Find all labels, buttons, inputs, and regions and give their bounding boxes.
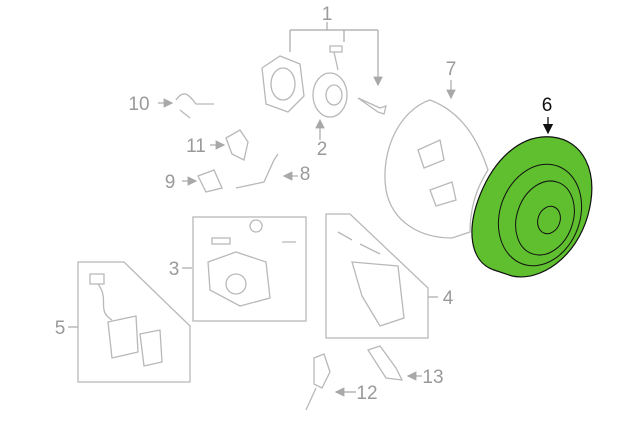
callout-10[interactable]: 10: [128, 94, 149, 115]
part-11-bracket[interactable]: [210, 129, 249, 161]
callout-12[interactable]: 12: [356, 383, 377, 404]
part-9-bracket[interactable]: [182, 169, 223, 193]
part-4-caliper-carrier-box[interactable]: [325, 213, 438, 339]
callout-6[interactable]: 6: [542, 95, 553, 116]
part-7-splash-shield[interactable]: [384, 80, 489, 239]
callout-8[interactable]: 8: [300, 164, 311, 185]
part-13-clip[interactable]: [367, 345, 422, 381]
callout-5[interactable]: 5: [55, 318, 66, 339]
part-3-caliper-box[interactable]: [182, 216, 307, 322]
callout-4[interactable]: 4: [443, 288, 454, 309]
callout-2[interactable]: 2: [317, 139, 328, 160]
part-10-brake-hose[interactable]: [158, 93, 214, 119]
part-8-brake-line[interactable]: [235, 153, 298, 189]
part-12-wear-sensor[interactable]: [305, 353, 356, 411]
callout-1[interactable]: 1: [322, 4, 333, 25]
callout-13[interactable]: 13: [422, 367, 443, 388]
callout-3[interactable]: 3: [169, 259, 180, 280]
callout-9[interactable]: 9: [165, 172, 176, 193]
part-1-wheel-hub-group[interactable]: [261, 22, 386, 118]
part-5-brake-pads-box[interactable]: [68, 261, 191, 383]
callout-7[interactable]: 7: [446, 59, 457, 80]
part-6-brake-disc[interactable]: [471, 117, 595, 278]
callout-11[interactable]: 11: [186, 136, 206, 157]
